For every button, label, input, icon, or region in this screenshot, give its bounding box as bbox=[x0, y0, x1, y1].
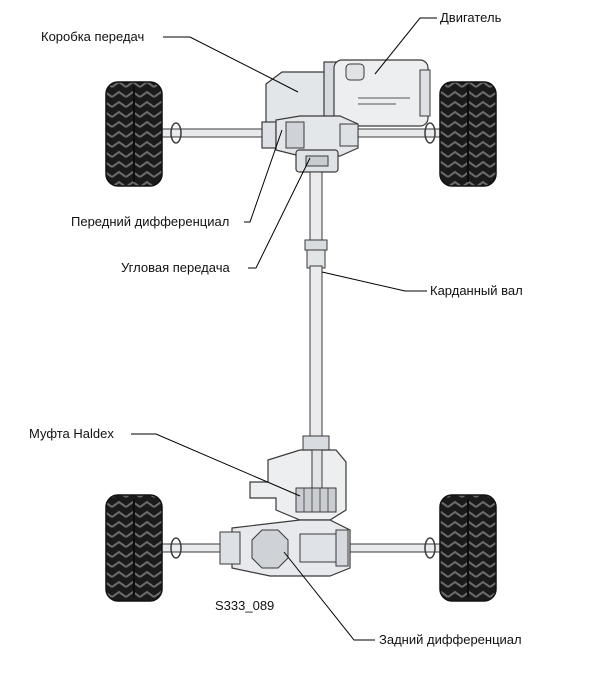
front-differential-label: Передний дифференциал bbox=[71, 214, 230, 229]
leader-gearbox bbox=[163, 36, 299, 93]
front-right-wheel bbox=[439, 81, 497, 187]
engine-label: Двигатель bbox=[440, 10, 502, 25]
leader-haldex bbox=[131, 433, 301, 497]
gearbox-label: Коробка передач bbox=[41, 29, 145, 44]
leader-prop-shaft bbox=[321, 271, 427, 292]
leader-front-diff bbox=[244, 129, 283, 223]
propeller-shaft bbox=[302, 171, 330, 451]
leader-angle-drive bbox=[248, 157, 311, 269]
propeller-shaft-label: Карданный вал bbox=[430, 283, 523, 298]
angle-drive-label: Угловая передача bbox=[121, 260, 230, 275]
leader-engine bbox=[374, 17, 437, 75]
leader-lines bbox=[131, 17, 437, 641]
rear-left-wheel bbox=[105, 494, 163, 602]
haldex-coupling bbox=[249, 449, 347, 521]
front-left-wheel bbox=[105, 81, 163, 187]
rear-differential bbox=[219, 519, 351, 577]
front-differential bbox=[261, 115, 359, 157]
engine bbox=[333, 59, 431, 127]
figure-code: S333_089 bbox=[215, 598, 275, 613]
angle-drive bbox=[295, 149, 339, 173]
leader-rear-diff bbox=[283, 551, 375, 641]
haldex-coupling-label: Муфта Haldex bbox=[29, 426, 114, 441]
rear-differential-label: Задний дифференциал bbox=[379, 632, 522, 647]
gearbox bbox=[265, 61, 337, 131]
rear-right-wheel bbox=[439, 494, 497, 602]
